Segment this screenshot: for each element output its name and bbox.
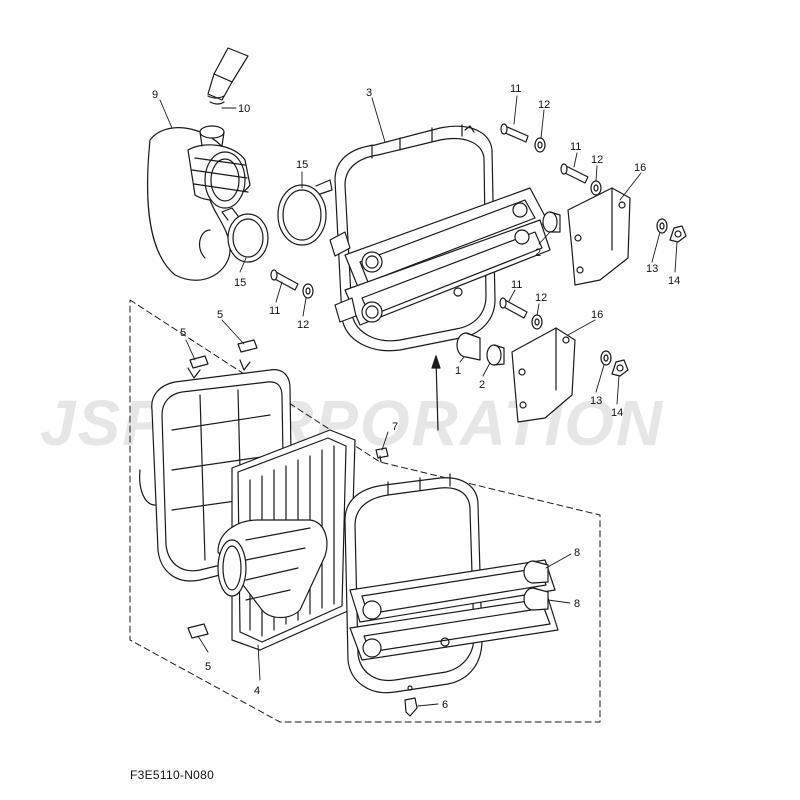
clip-5-c bbox=[187, 623, 209, 639]
label-12-b: 12 bbox=[591, 154, 603, 166]
label-3: 3 bbox=[366, 87, 372, 99]
label-16-upper: 16 bbox=[634, 162, 646, 174]
label-14-lower: 14 bbox=[611, 407, 623, 419]
collar-2-upper bbox=[542, 211, 561, 233]
washer-13-upper bbox=[656, 218, 668, 234]
label-11-b: 11 bbox=[570, 141, 581, 153]
bolt-11-c bbox=[270, 269, 299, 291]
label-13-upper: 13 bbox=[646, 263, 658, 275]
damper-1 bbox=[456, 332, 481, 361]
nut-14-lower bbox=[611, 359, 629, 377]
filter-case-cover bbox=[329, 124, 551, 352]
label-12-a: 12 bbox=[538, 99, 550, 111]
bolt-11-b bbox=[560, 163, 589, 184]
damper-8-upper bbox=[523, 560, 549, 584]
label-14-upper: 14 bbox=[668, 275, 680, 287]
intake-duct bbox=[146, 125, 251, 281]
label-1: 1 bbox=[455, 365, 461, 377]
label-15-lower: 15 bbox=[234, 277, 246, 289]
clip-5-b bbox=[237, 339, 258, 353]
washer-12-a bbox=[534, 137, 546, 153]
screw-7 bbox=[375, 447, 389, 463]
label-9: 9 bbox=[152, 89, 158, 101]
direction-arrow bbox=[431, 355, 441, 431]
label-12-c: 12 bbox=[297, 319, 309, 331]
filter-case-lower bbox=[344, 473, 559, 694]
washer-12-d bbox=[531, 314, 543, 330]
washer-13-lower bbox=[600, 350, 612, 366]
bracket-16-upper bbox=[567, 187, 631, 286]
label-11-d: 11 bbox=[511, 279, 522, 291]
filter-element bbox=[217, 429, 356, 651]
hose-clamp-upper bbox=[277, 179, 333, 246]
collar-2-lower bbox=[486, 344, 505, 366]
washer-12-c bbox=[302, 283, 314, 299]
label-13-lower: 13 bbox=[590, 395, 602, 407]
clip-5-a bbox=[189, 355, 209, 369]
drain-plug-6 bbox=[404, 685, 418, 717]
part-labels: 9 10 3 15 15 11 12 11 12 16 2 13 14 11 1… bbox=[152, 83, 680, 711]
label-10: 10 bbox=[238, 103, 250, 115]
label-4: 4 bbox=[254, 685, 260, 697]
label-12-d: 12 bbox=[535, 292, 547, 304]
damper-8-lower bbox=[523, 587, 549, 611]
exploded-view-outline bbox=[129, 299, 601, 723]
bracket-16-lower bbox=[511, 327, 576, 423]
label-5-c: 5 bbox=[205, 661, 211, 673]
label-15-upper: 15 bbox=[296, 159, 308, 171]
bolt-11-a bbox=[500, 123, 529, 143]
label-7: 7 bbox=[392, 421, 398, 433]
label-8-lower: 8 bbox=[574, 598, 580, 610]
nut-14-upper bbox=[669, 225, 687, 243]
label-2-upper: 2 bbox=[535, 247, 541, 259]
leader-lines bbox=[159, 95, 678, 707]
label-2-lower: 2 bbox=[479, 379, 485, 391]
label-11-a: 11 bbox=[510, 83, 521, 95]
label-11-c: 11 bbox=[269, 305, 280, 317]
diagram-code: F3E5110-N080 bbox=[130, 768, 215, 782]
label-16-lower: 16 bbox=[591, 309, 603, 321]
breather-hose bbox=[207, 47, 249, 105]
label-6: 6 bbox=[442, 699, 448, 711]
label-8-upper: 8 bbox=[574, 547, 580, 559]
washer-12-b bbox=[590, 180, 602, 196]
hose-clamp-lower bbox=[221, 207, 269, 263]
label-5-a: 5 bbox=[180, 327, 186, 339]
bolt-11-d bbox=[499, 297, 528, 319]
label-5-b: 5 bbox=[217, 309, 223, 321]
